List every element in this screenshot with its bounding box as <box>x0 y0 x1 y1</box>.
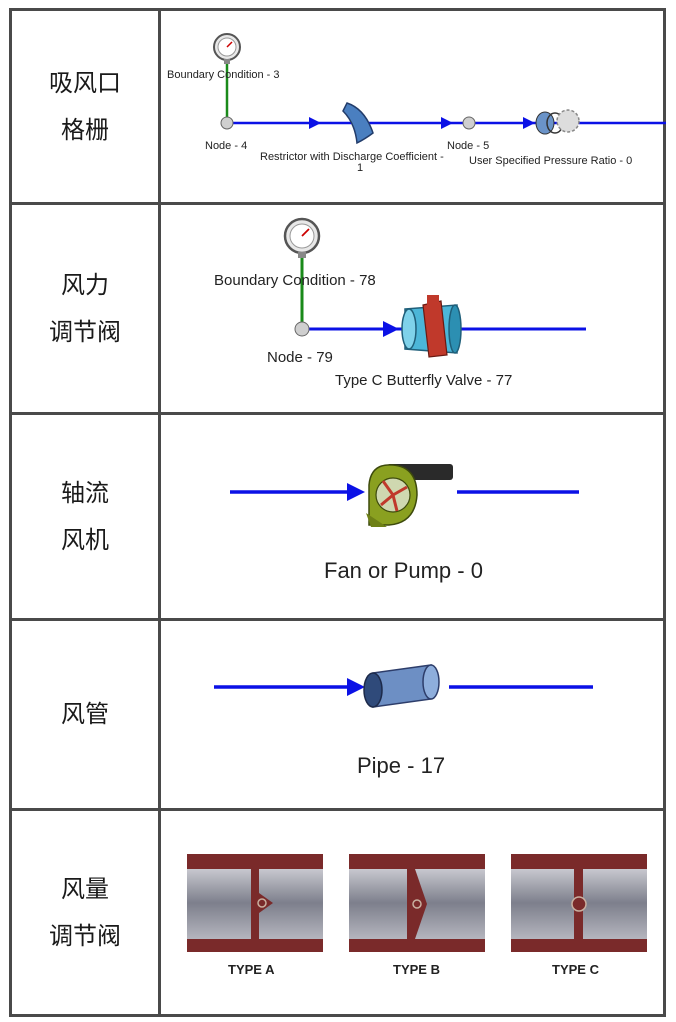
figure-duct: Pipe - 17 <box>158 618 666 811</box>
node-icon <box>462 116 476 130</box>
flow-arrow <box>347 483 365 501</box>
row-label-air-damper: 风力 调节阀 <box>9 202 161 415</box>
pressure-ratio-label: User Specified Pressure Ratio - 0 <box>469 155 632 167</box>
flow-arrow <box>347 678 365 696</box>
node-label: Node - 79 <box>267 349 333 366</box>
node-b-label: Node - 5 <box>447 140 489 152</box>
component-table: 吸风口 格栅 Boundary Condition - 3 <box>9 8 666 1017</box>
type-c-label: TYPE C <box>552 962 600 977</box>
restrictor-label-cont: 1 <box>357 162 363 174</box>
node-icon <box>294 321 310 337</box>
restrictor-label: Restrictor with Discharge Coefficient - <box>260 151 444 163</box>
type-a-label: TYPE A <box>228 962 275 977</box>
pressure-ratio-icon <box>535 109 580 135</box>
fan-icon <box>366 464 453 527</box>
butterfly-valve-icon <box>401 295 462 358</box>
flow-arrow <box>441 117 453 129</box>
row-label-volume-damper: 风量 调节阀 <box>9 808 161 1017</box>
volume-damper-diagram: TYPE A TYPE B TYPE C <box>187 854 647 977</box>
node-a-label: Node - 4 <box>205 140 247 152</box>
restrictor-icon <box>342 102 374 145</box>
figure-axial-fan: Fan or Pump - 0 <box>158 412 666 621</box>
boundary-label: Boundary Condition - 78 <box>214 272 376 289</box>
figure-volume-damper: TYPE A TYPE B TYPE C <box>158 808 666 1017</box>
row-label-line: 风机 <box>61 525 109 554</box>
damper-type-c-icon <box>511 854 647 952</box>
figure-intake-grille: Boundary Condition - 3 Node - 4 Re <box>158 8 666 205</box>
row-label-line: 调节阀 <box>49 317 121 346</box>
flow-arrow <box>523 117 535 129</box>
type-b-label: TYPE B <box>393 962 440 977</box>
valve-label: Type C Butterfly Valve - 77 <box>335 372 512 389</box>
air-damper-diagram: Boundary Condition - 78 Node - 79 Type C… <box>214 217 586 389</box>
row-label-intake-grille: 吸风口 格栅 <box>9 8 161 205</box>
row-label-line: 格栅 <box>61 115 109 144</box>
pipe-label: Pipe - 17 <box>357 753 445 778</box>
fan-label: Fan or Pump - 0 <box>324 558 483 583</box>
row-label-line: 调节阀 <box>49 921 121 950</box>
row-label-line: 风管 <box>61 700 109 728</box>
row-label-line: 轴流 <box>61 478 109 507</box>
intake-grille-diagram: Boundary Condition - 3 Node - 4 Re <box>167 33 666 174</box>
boundary-label: Boundary Condition - 3 <box>167 69 280 81</box>
damper-type-a-icon <box>187 854 323 952</box>
figure-air-damper: Boundary Condition - 78 Node - 79 Type C… <box>158 202 666 415</box>
pipe-icon <box>363 664 440 708</box>
flow-arrow <box>309 117 321 129</box>
gauge-icon <box>213 33 241 64</box>
axial-fan-diagram: Fan or Pump - 0 <box>230 464 579 583</box>
damper-type-b-icon <box>349 854 485 952</box>
gauge-icon <box>283 217 321 258</box>
flow-arrow <box>383 321 399 337</box>
row-label-line: 吸风口 <box>49 68 121 97</box>
node-icon <box>220 116 234 130</box>
row-label-line: 风力 <box>61 270 109 299</box>
row-label-duct: 风管 <box>9 618 161 811</box>
duct-diagram: Pipe - 17 <box>214 664 593 778</box>
row-label-line: 风量 <box>61 874 109 903</box>
row-label-axial-fan: 轴流 风机 <box>9 412 161 621</box>
